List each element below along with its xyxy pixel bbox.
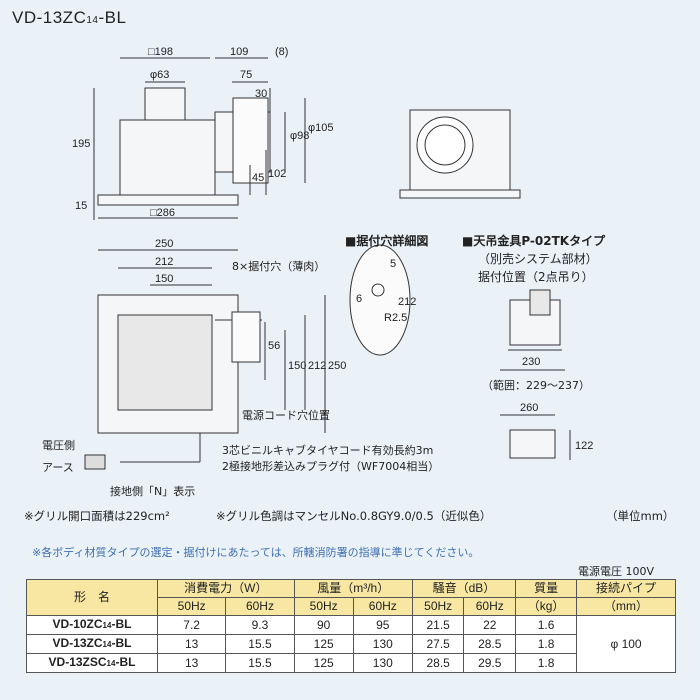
dim-109: 109	[230, 46, 249, 58]
dim-250: 250	[155, 238, 174, 250]
cell: 15.5	[225, 634, 295, 654]
th-mass: 質量	[515, 579, 578, 598]
hanger-d260: 260	[520, 402, 539, 414]
plug-label: 2極接地形差込みプラグ付（WF7004相当）	[222, 460, 440, 473]
th-noise: 騒音（dB）	[411, 579, 517, 598]
cell: 13	[156, 653, 227, 673]
table-row: VD-13ZSC14-BL 13 15.5 125 130 28.5 29.5 …	[26, 653, 676, 673]
th-hz60: 60Hz	[225, 597, 295, 616]
th-hz50: 50Hz	[156, 597, 227, 616]
mount-holes-label: 8×据付穴（薄肉）	[232, 260, 326, 273]
dim-v212: 212	[308, 360, 327, 372]
cell: 125	[293, 653, 354, 673]
dim-phi105: φ105	[308, 122, 334, 134]
cell: 7.2	[156, 615, 227, 635]
cell: 13	[156, 634, 227, 654]
table-row: VD-13ZC14-BL 13 15.5 125 130 27.5 28.5 1…	[26, 634, 676, 654]
cell: 21.5	[411, 615, 465, 635]
pipe-cell: φ 100	[576, 615, 676, 673]
th-hz60: 60Hz	[352, 597, 413, 616]
cell: 1.8	[515, 653, 578, 673]
dim-15: 15	[75, 200, 88, 212]
model-cell: VD-10ZC14-BL	[26, 615, 158, 635]
table-row: VD-10ZC14-BL 7.2 9.3 90 95 21.5 22 1.6 φ…	[26, 615, 676, 673]
earth-label: アース	[42, 461, 74, 474]
cell: 9.3	[225, 615, 295, 635]
detail-r25: R2.5	[384, 312, 408, 324]
model-cell: VD-13ZC14-BL	[26, 634, 158, 654]
cell: 130	[352, 634, 413, 654]
th-hz50: 50Hz	[293, 597, 354, 616]
dim-8: (8)	[275, 46, 289, 58]
th-hz50: 50Hz	[411, 597, 465, 616]
spec-table: 形 名 消費電力（W） 風量（m³/h） 騒音（dB） 質量 接続パイプ 50H…	[26, 579, 676, 673]
cell: 130	[352, 653, 413, 673]
th-power: 消費電力（W）	[157, 579, 295, 598]
cell: 125	[293, 634, 354, 654]
technical-drawings	[84, 57, 571, 470]
detail-d212: 212	[398, 296, 417, 308]
cell: 95	[352, 615, 413, 635]
th-model: 形 名	[26, 579, 158, 616]
dim-v150: 150	[288, 360, 307, 372]
cell: 28.5	[463, 634, 517, 654]
dim-75: 75	[240, 69, 253, 81]
cord-hole-label: 電源コード穴位置	[242, 409, 330, 422]
hanger-line3: 据付位置（2点吊り）	[478, 270, 594, 284]
dim-198: □198	[148, 46, 173, 58]
cell: 90	[293, 615, 354, 635]
dim-286: □286	[150, 207, 175, 219]
hanger-d122: 122	[575, 440, 594, 452]
dim-phi98: φ98	[290, 130, 310, 142]
detail-d5: 5	[390, 258, 397, 270]
unit-note: （単位mm）	[606, 509, 675, 523]
hanger-d230: 230	[522, 356, 541, 368]
cell: 27.5	[411, 634, 465, 654]
dim-v250: 250	[328, 360, 347, 372]
dim-195: 195	[72, 138, 91, 150]
cell: 15.5	[225, 653, 295, 673]
dim-212: 212	[155, 256, 174, 268]
dim-150: 150	[155, 273, 174, 285]
dim-phi63: φ63	[150, 69, 170, 81]
n-mark-label: 接地側「N」表示	[110, 485, 196, 498]
cell: 28.5	[411, 653, 465, 673]
th-pipe: 接続パイプ	[576, 579, 676, 598]
cell: 29.5	[463, 653, 517, 673]
dim-v56: 56	[268, 340, 281, 352]
hanger-range: （範囲：229～237）	[482, 379, 590, 392]
warning-note: ※各ボディ材質タイプの選定・据付けにあたっては、所轄消防署の指導に準じてください…	[32, 546, 480, 559]
grille-area-note: ※グリル開口面積は229cm²	[24, 509, 170, 523]
th-air: 風量（m³/h）	[293, 579, 413, 598]
grille-color-note: ※グリル色調はマンセルNo.0.8GY9.0/0.5（近似色）	[216, 509, 492, 523]
cell: 1.8	[515, 634, 578, 654]
voltage-side-label: 電圧側	[42, 439, 75, 452]
dim-45: 45	[252, 172, 265, 184]
page-title: VD-13ZC14-BL	[12, 8, 127, 27]
detail-header: ■据付穴詳細図	[345, 234, 429, 248]
power-note: 電源電圧 100V	[578, 565, 655, 578]
hanger-line2: （別売システム部材）	[478, 252, 598, 266]
th-pipe-unit: （mm）	[576, 597, 676, 616]
th-mass-unit: （kg）	[515, 597, 578, 616]
dim-30: 30	[255, 88, 268, 100]
hanger-header: ■天吊金具P-02TKタイプ	[462, 234, 606, 248]
model-cell: VD-13ZSC14-BL	[26, 653, 158, 673]
cord-label: 3芯ビニルキャブタイヤコード有効長約3m	[222, 444, 434, 457]
detail-d6: 6	[356, 293, 363, 305]
dim-102: 102	[268, 168, 287, 180]
cell: 22	[463, 615, 517, 635]
th-hz60: 60Hz	[463, 597, 517, 616]
cell: 1.6	[515, 615, 578, 635]
